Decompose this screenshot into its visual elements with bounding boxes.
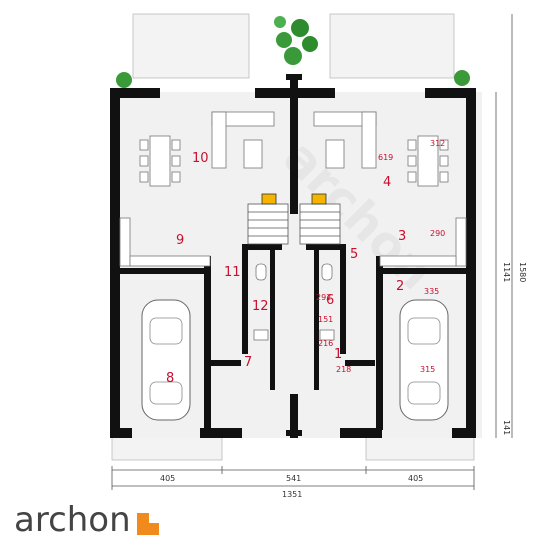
car-left-icon xyxy=(141,299,191,421)
toilet-right-icon xyxy=(321,263,333,281)
dim-right-upper: 1141 xyxy=(502,262,511,282)
room-12: 12 xyxy=(252,299,269,314)
dim-290: 290 xyxy=(430,229,445,238)
wall-south-1 xyxy=(110,428,132,438)
tree-right-icon xyxy=(454,70,470,86)
room-4: 4 xyxy=(383,175,391,190)
dim-292: 292 xyxy=(316,293,331,302)
sofa-right-icon xyxy=(313,111,377,169)
kitchen-counter-left-bottom xyxy=(129,255,211,267)
brand-name: archon xyxy=(14,500,131,540)
room-5: 5 xyxy=(350,247,358,262)
party-wall-lower xyxy=(290,394,298,438)
room-11: 11 xyxy=(224,265,241,280)
brand-mark-icon xyxy=(136,513,159,535)
dim-619: 619 xyxy=(378,153,393,162)
wall-wc-top-left xyxy=(242,244,282,250)
wall-wc-top-right xyxy=(306,244,346,250)
wall-hall-left xyxy=(211,360,241,366)
tree-left-icon xyxy=(116,72,132,88)
stairs-left xyxy=(247,203,289,245)
room-10: 10 xyxy=(192,151,209,166)
party-wall-cap xyxy=(286,74,302,80)
dim-216: 216 xyxy=(318,339,333,348)
dim-bottom-right: 405 xyxy=(408,474,423,483)
dining-table-right-icon xyxy=(407,135,449,187)
dim-bottom-left: 405 xyxy=(160,474,175,483)
wall-hall-right xyxy=(345,360,375,366)
wall-south-2 xyxy=(200,428,242,438)
dining-table-left-icon xyxy=(139,135,181,187)
sofa-left-icon xyxy=(211,111,275,169)
dim-right-lower: 141 xyxy=(502,420,511,435)
wall-garage-right-side xyxy=(376,256,383,430)
room-6: 6 xyxy=(326,293,334,308)
fireplace-right-icon xyxy=(311,193,327,205)
dim-218: 218 xyxy=(336,365,351,374)
wall-garage-left-top xyxy=(110,268,204,274)
kitchen-counter-left xyxy=(119,217,131,267)
dim-315: 315 xyxy=(420,365,435,374)
brand-logo: archon xyxy=(14,500,159,540)
wall-stair-right xyxy=(314,250,319,390)
party-wall-base xyxy=(286,430,302,436)
dim-151: 151 xyxy=(318,315,333,324)
room-7: 7 xyxy=(244,355,252,370)
wall-north-1 xyxy=(110,88,160,98)
wall-stair-left xyxy=(270,250,275,390)
dim-335: 335 xyxy=(424,287,439,296)
room-1: 1 xyxy=(334,347,342,362)
terrace-right xyxy=(329,13,455,79)
car-right-icon xyxy=(399,299,449,421)
dim-overall-width: 1351 xyxy=(282,490,302,499)
wall-west xyxy=(110,88,120,438)
kitchen-counter-right xyxy=(455,217,467,267)
wall-north-3 xyxy=(425,88,476,98)
wall-wc-left xyxy=(242,244,248,354)
wall-south-4 xyxy=(452,428,476,438)
room-3: 3 xyxy=(398,229,406,244)
wall-east xyxy=(466,88,476,438)
fireplace-left-icon xyxy=(261,193,277,205)
toilet-left-icon xyxy=(255,263,267,281)
tree-cluster-icon xyxy=(274,16,318,65)
wall-wc-right xyxy=(340,244,346,354)
kitchen-counter-right-bottom xyxy=(379,255,457,267)
room-9: 9 xyxy=(176,233,184,248)
wall-garage-left-side xyxy=(204,256,211,430)
room-8: 8 xyxy=(166,371,174,386)
terrace-left xyxy=(132,13,250,79)
wall-garage-right-top xyxy=(382,268,476,274)
wall-south-3 xyxy=(340,428,382,438)
dim-right-total: 1580 xyxy=(518,262,527,282)
stairs-right xyxy=(299,203,341,245)
dim-312: 312 xyxy=(430,139,445,148)
sink-right-icon xyxy=(319,329,335,341)
dim-bottom-mid: 541 xyxy=(286,474,301,483)
room-2: 2 xyxy=(396,279,404,294)
sink-left-icon xyxy=(253,329,269,341)
party-wall-upper xyxy=(290,74,298,214)
